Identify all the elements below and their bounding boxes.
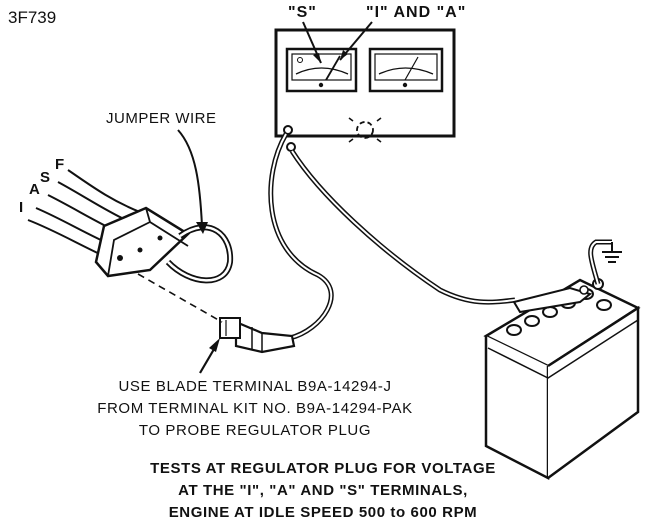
note-line-2: FROM TERMINAL KIT NO. B9A-14294-PAK (97, 400, 413, 417)
right-meter (368, 47, 444, 93)
figure-caption: TESTS AT REGULATOR PLUG FOR VOLTAGE AT T… (0, 458, 646, 524)
figure-id: 3F739 (8, 8, 57, 27)
wire-label-f: F (55, 156, 65, 173)
i-and-a-terminal-label: "I" AND "A" (366, 4, 467, 21)
probe-lead (268, 132, 334, 341)
control-knob (348, 117, 382, 143)
note-line-1: USE BLADE TERMINAL B9A-14294-J (118, 378, 392, 395)
caption-line-3: ENGINE AT IDLE SPEED 500 to 600 RPM (168, 504, 478, 521)
wire-label-a: A (29, 181, 40, 198)
note-line-3: TO PROBE REGULATOR PLUG (138, 422, 372, 439)
caption-line-1: TESTS AT REGULATOR PLUG FOR VOLTAGE (150, 460, 496, 477)
regulator-plug (94, 206, 191, 278)
volt-amp-tester (274, 21, 456, 143)
jumper-wire-label: JUMPER WIRE (106, 110, 217, 127)
battery-lead (289, 149, 516, 305)
ground-symbol (588, 239, 622, 285)
battery (483, 278, 641, 481)
probe-note: USE BLADE TERMINAL B9A-14294-J FROM TERM… (0, 376, 510, 442)
caption-line-2: AT THE "I", "A" AND "S" TERMINALS, (178, 482, 468, 499)
wire-label-i: I (19, 199, 24, 216)
tester-terminal-2 (286, 142, 296, 152)
wire-label-s: S (40, 169, 51, 186)
s-terminal-label: "S" (288, 4, 317, 21)
probe-clip (219, 317, 296, 354)
tester-terminal-1 (283, 125, 293, 135)
guide-line (137, 273, 223, 323)
